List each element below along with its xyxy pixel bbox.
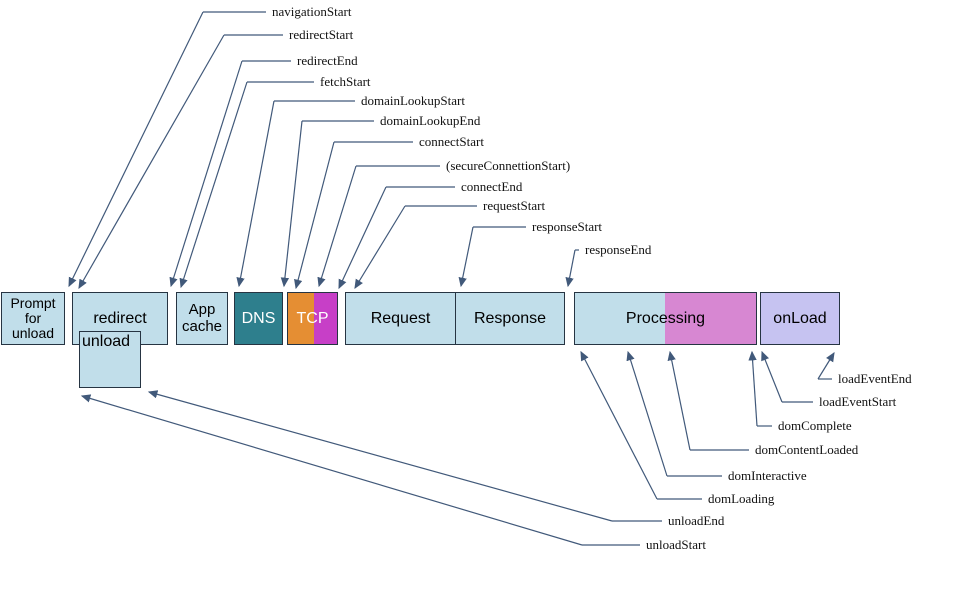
- connector-domContentLoaded: [667, 350, 749, 451]
- unload-box: unload: [79, 331, 141, 388]
- event-label-connectEnd: connectEnd: [461, 179, 523, 194]
- processing-magenta-segment: [665, 293, 756, 344]
- processing-box: Processing: [574, 292, 757, 345]
- app-cache-box: App cache: [176, 292, 228, 345]
- event-label-fetchStart: fetchStart: [320, 74, 371, 89]
- event-label-requestStart: requestStart: [483, 198, 546, 213]
- processing-blue-segment: [575, 293, 665, 344]
- event-label-redirectEnd: redirectEnd: [297, 53, 358, 68]
- event-label-domainLookupStart: domainLookupStart: [361, 93, 465, 108]
- event-label-domInteractive: domInteractive: [728, 468, 807, 483]
- connector-responseStart: [458, 226, 526, 288]
- connector-requestStart: [354, 205, 477, 290]
- onload-label: onLoad: [773, 309, 827, 327]
- tcp-orange-segment: [288, 293, 314, 344]
- connector-domInteractive: [626, 350, 722, 477]
- event-label-loadEventStart: loadEventStart: [819, 394, 897, 409]
- app-cache-label: App cache: [181, 301, 223, 335]
- connector-domainLookupStart: [236, 100, 355, 288]
- prompt-for-unload-label: Prompt for unload: [10, 294, 56, 342]
- request-box: Request: [345, 292, 456, 345]
- tcp-label: TCP: [296, 309, 329, 327]
- response-box: Response: [455, 292, 565, 345]
- event-label-responseStart: responseStart: [532, 219, 603, 234]
- connector-domainLookupEnd: [280, 120, 374, 288]
- connector-domComplete: [748, 350, 772, 427]
- connector-loadEventStart: [761, 350, 813, 403]
- connector-domLoading: [580, 350, 702, 500]
- event-label-unloadEnd: unloadEnd: [668, 513, 725, 528]
- tcp-box: TCP: [287, 292, 338, 345]
- onload-box: onLoad: [760, 292, 840, 345]
- event-label-unloadStart: unloadStart: [646, 537, 706, 552]
- response-label: Response: [473, 309, 547, 327]
- event-label-domContentLoaded: domContentLoaded: [755, 442, 859, 457]
- connector-connectEnd: [338, 186, 455, 290]
- request-label: Request: [370, 309, 431, 327]
- event-label-domLoading: domLoading: [708, 491, 775, 506]
- event-label-domainLookupEnd: domainLookupEnd: [380, 113, 481, 128]
- event-label-responseEnd: responseEnd: [585, 242, 652, 257]
- processing-label: Processing: [625, 309, 706, 327]
- connector-fetchStart: [179, 81, 314, 289]
- unload-label: unload: [82, 333, 131, 350]
- connector-loadEventEnd: [817, 351, 835, 380]
- event-label-secureConnettionStart: (secureConnettionStart): [446, 158, 571, 173]
- dns-label: DNS: [241, 309, 276, 327]
- event-label-loadEventEnd: loadEventEnd: [838, 371, 912, 386]
- event-label-domComplete: domComplete: [778, 418, 852, 433]
- connector-redirectEnd: [169, 60, 291, 288]
- connector-responseEnd: [565, 249, 579, 288]
- event-label-navigationStart: navigationStart: [272, 4, 352, 19]
- connector-redirectStart: [78, 34, 283, 290]
- redirect-label: redirect: [93, 309, 147, 327]
- connector-connectStart: [294, 141, 413, 290]
- dns-box: DNS: [234, 292, 283, 345]
- connector-secureConnettionStart: [317, 165, 440, 288]
- connector-navigationStart: [68, 11, 266, 288]
- event-label-redirectStart: redirectStart: [289, 27, 354, 42]
- connector-unloadStart: [80, 394, 640, 546]
- tcp-magenta-segment: [314, 293, 337, 344]
- event-label-connectStart: connectStart: [419, 134, 484, 149]
- connector-unloadEnd: [147, 390, 662, 522]
- prompt-for-unload-box: Prompt for unload: [1, 292, 65, 345]
